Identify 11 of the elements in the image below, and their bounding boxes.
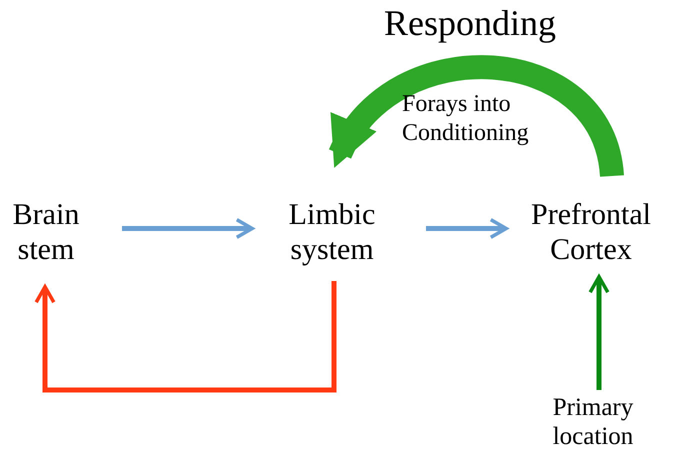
node-label: Primary location xyxy=(532,394,654,452)
arrow xyxy=(122,218,254,240)
arrow xyxy=(34,281,336,392)
node-label: Prefrontal Cortex xyxy=(508,198,674,267)
diagram-title: Responding xyxy=(382,2,557,44)
node-label: Limbic system xyxy=(268,198,396,267)
arrow xyxy=(330,56,624,178)
node-label: Brain stem xyxy=(0,198,92,267)
arrow xyxy=(588,275,610,390)
edge-label: Forays into Conditioning xyxy=(402,90,530,148)
arrow xyxy=(426,218,508,240)
